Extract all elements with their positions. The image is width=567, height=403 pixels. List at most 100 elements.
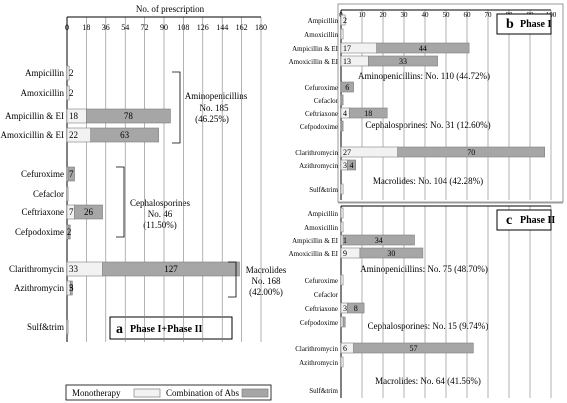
panel-c-title-box <box>496 209 552 231</box>
panel-a-bar-combo-label: 5 <box>69 283 74 293</box>
panel-a-bar-mono <box>66 186 69 202</box>
panel-b-bar-combo <box>340 94 344 106</box>
panel-b-category-label: Cefuroxime <box>305 84 338 92</box>
panel-b-bar-combo <box>367 55 438 67</box>
panel-c-category-label: Azithromycin <box>299 359 338 367</box>
panel-a-category-label: Clarithromycin <box>9 264 64 274</box>
panel-a-category-label: Amoxicillin & EI <box>1 130 65 140</box>
panel-a-title-box <box>109 316 233 340</box>
panel-b-category-label: Ceftriaxone <box>305 110 338 118</box>
panel-a-bar-mono-label: 3 <box>69 283 74 293</box>
panel-b-bar-combo-label: 70 <box>467 148 475 157</box>
panel-a-bar-mono-label: 7 <box>69 207 74 217</box>
panel-b-bar-combo <box>349 107 388 119</box>
panel-a-group-ceph-line1: Cephalosporines <box>130 198 190 208</box>
panel-c-bar-mono <box>340 356 344 368</box>
panel-a-bar-mono-label: 18 <box>69 111 79 121</box>
panel-b-category-label: Cefaclor <box>314 97 339 105</box>
panel-b-category-label: Clarithromycin <box>295 149 338 157</box>
panel-c-label: c <box>506 213 512 228</box>
panel-b-tick-label: 50 <box>443 11 451 19</box>
panel-b-bar-combo-label: 33 <box>399 57 407 66</box>
panel-a-bar-combo <box>86 108 171 124</box>
panel-c-bar-combo-label: 34 <box>375 236 383 245</box>
panel-a-category-label: Amoxicillin <box>21 88 65 98</box>
panel-b-bar-mono <box>340 14 346 26</box>
panel-a-group-amino-line2: No. 185 <box>200 103 229 113</box>
legend-combo-swatch <box>241 388 269 398</box>
panel-a-bar-mono <box>66 65 70 81</box>
panel-b-category-label: Amoxicillin <box>304 31 338 39</box>
legend-mono-label: Monotherapy <box>72 388 121 398</box>
panel-b-bar-combo <box>376 42 470 54</box>
panel-b-category-label: Cefpodoxime <box>300 123 338 131</box>
panel-a-label: a <box>116 322 123 337</box>
panel-a-tick-label: 72 <box>141 23 149 32</box>
panel-a-group-bracket <box>116 166 125 238</box>
panel-a-bar-combo <box>67 166 75 182</box>
panel-a-tick-label: 18 <box>82 23 90 32</box>
panel-b-tick-label: 70 <box>485 11 493 19</box>
panel-b-tick-label: 40 <box>422 11 430 19</box>
panel-c-category-label: Ampicillin & EI <box>292 237 339 245</box>
panel-b-tick-label: 30 <box>401 11 409 19</box>
panel-c-group-macro: Macrolides: No. 64 (41.56%) <box>375 376 481 386</box>
panel-b-tick-label: 20 <box>380 11 388 19</box>
panel-c-bar-mono <box>340 207 344 219</box>
panel-b-bar-mono-label: 27 <box>343 148 351 157</box>
panel-b-category-label: Amoxicillin & EI <box>289 58 339 66</box>
panel-b-bar-mono-label: 17 <box>343 44 351 53</box>
panel-c-category-label: Clarithromycin <box>295 345 338 353</box>
panel-b-tick-label: 10 <box>359 11 367 19</box>
panel-a-group-macro-line2: No. 168 <box>252 276 281 286</box>
panel-c-category-label: Sulf&trim <box>309 387 338 395</box>
panel-c-category-label: Ceftriaxone <box>305 305 338 313</box>
panel-b-bar-combo <box>340 120 344 132</box>
panel-b-bar-mono-label: 2 <box>343 16 347 25</box>
panel-b-bar-combo <box>346 159 356 171</box>
panel-a-bar-combo-label: 127 <box>164 264 178 274</box>
panel-c-bar-mono <box>340 316 344 328</box>
panel-c-bar-combo <box>353 342 474 354</box>
panel-b-group-macro: Macrolides: No. 104 (42.28%) <box>373 176 483 186</box>
panel-a-tick-label: 36 <box>102 23 110 32</box>
panel-a-group-macro-line1: Macrolides <box>246 265 287 275</box>
panel-a-tick-label: 0 <box>65 23 69 32</box>
panel-a-group-ceph-line3: (11.50%) <box>143 220 176 230</box>
panel-c-category-label: Cefpodoxime <box>300 319 338 327</box>
panel-a-group-ceph-line2: No. 46 <box>148 209 173 219</box>
panel-a-tick-label: 144 <box>216 23 228 32</box>
panel-c-bar-combo-label: 57 <box>409 344 417 353</box>
panel-a-bar-mono <box>66 85 70 101</box>
panel-c-bar-mono-label: 6 <box>343 344 347 353</box>
panel-a-bar-combo <box>90 127 159 143</box>
panel-a-group-amino-line3: (46.25%) <box>195 114 229 124</box>
panel-a-bar-combo-label: 26 <box>84 207 94 217</box>
panel-b-bar-combo <box>340 81 354 93</box>
panel-b-bar-combo <box>397 146 546 158</box>
panel-b-group-amino: Aminopenicillins: No. 110 (44.72%) <box>358 71 490 81</box>
panel-b-bar-combo-label: 6 <box>345 83 349 92</box>
panel-a-category-label: Azithromycin <box>14 283 64 293</box>
panel-a-bar-combo <box>74 204 103 220</box>
panel-b-category-label: Sulf&trim <box>309 186 338 194</box>
panel-a-tick-label: 90 <box>160 23 168 32</box>
panel-a-bar-combo-label: 2 <box>67 227 72 237</box>
panel-a-category-label: Ampicillin & EI <box>5 111 64 121</box>
panel-a-category-label: Cefpodoxime <box>15 227 64 237</box>
panel-b-bar-mono-label: 13 <box>343 57 351 66</box>
panel-a-bar-combo-label: 7 <box>69 169 74 179</box>
panel-a-bar-combo <box>69 280 73 296</box>
panel-c-category-label: Cefaclor <box>314 291 339 299</box>
panel-b-group-ceph: Cephalosporines: No. 31 (12.60%) <box>365 120 490 130</box>
legend-mono-swatch <box>133 388 161 398</box>
panel-c-bar-combo <box>346 302 365 314</box>
panel-a-category-label: Cefuroxime <box>21 169 64 179</box>
legend-box <box>65 384 272 401</box>
panel-a-group-macro-line3: (42.00%) <box>249 287 283 297</box>
panel-a-bar-mono <box>66 319 69 335</box>
panel-b-bar-mono-label: 4 <box>343 109 347 118</box>
panel-a-bar-combo-label: 78 <box>124 111 134 121</box>
panel-b-bar-mono <box>340 183 344 195</box>
panel-c-category-label: Cefuroxime <box>305 277 338 285</box>
